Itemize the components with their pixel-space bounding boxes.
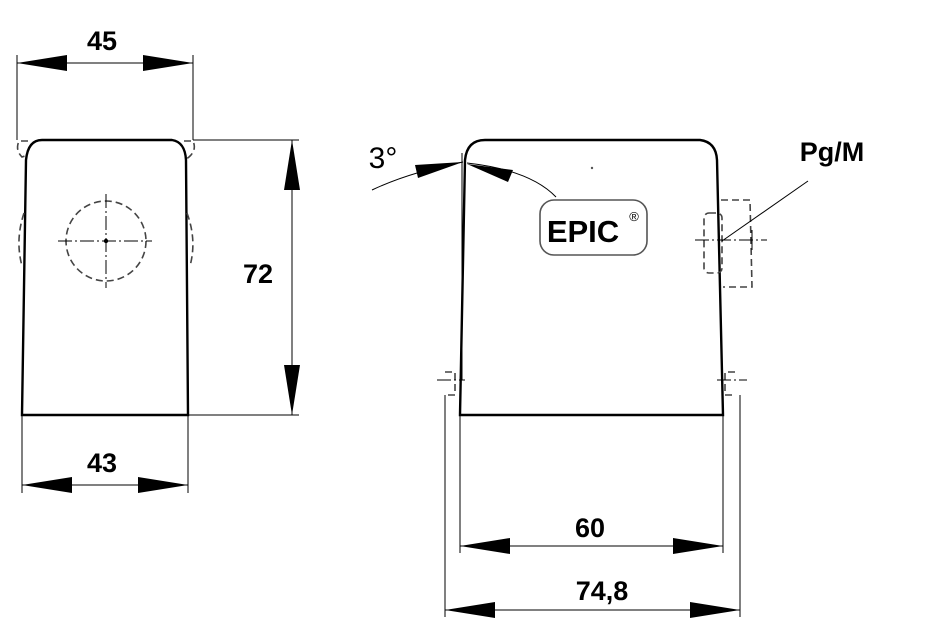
- logo-text: EPIC: [547, 214, 619, 249]
- arrow-right: [690, 602, 740, 618]
- dimension-43: 43: [21, 415, 189, 493]
- cable-entry-label: Pg/M: [800, 137, 865, 167]
- draft-angle-label: 3°: [369, 142, 398, 175]
- right-screw-marker: [717, 371, 747, 396]
- arrow-down: [284, 365, 300, 415]
- cable-entry-callout: Pg/M: [721, 137, 865, 242]
- front-view: [437, 138, 767, 417]
- dimension-label-74-8: 74,8: [576, 576, 629, 606]
- side-view-outline: [20, 138, 190, 417]
- dimension-label-72: 72: [243, 259, 273, 289]
- arrow-left: [17, 55, 67, 71]
- left-screw-marker: [437, 371, 465, 396]
- epic-logo: EPIC ®: [539, 199, 648, 256]
- draft-angle-dimension: 3°: [369, 142, 557, 198]
- arrow-right: [415, 162, 463, 178]
- side-view-right-tab: [184, 140, 196, 161]
- arrow-right: [143, 55, 193, 71]
- side-view-left-bulge: [18, 212, 25, 267]
- arrow-left: [460, 538, 510, 554]
- dimension-label-60: 60: [575, 513, 605, 543]
- center-point: [103, 238, 109, 244]
- arrow-right: [138, 477, 188, 493]
- arrow-left: [22, 477, 72, 493]
- arrow-left: [467, 164, 513, 182]
- dimension-label-45: 45: [87, 26, 117, 56]
- front-view-outline: [458, 138, 725, 417]
- side-view-left-tab: [16, 140, 29, 158]
- dimension-60: 60: [459, 415, 724, 554]
- center-dot: [590, 166, 594, 170]
- arrow-up: [284, 140, 300, 190]
- arrow-left: [445, 602, 495, 618]
- dimension-label-43: 43: [87, 448, 117, 478]
- cable-gland: [695, 199, 767, 288]
- dimension-74-8: 74,8: [444, 395, 741, 618]
- arrow-right: [673, 538, 723, 554]
- dimension-72: 72: [188, 139, 300, 416]
- dimension-45: 45: [16, 26, 194, 140]
- registered-mark: ®: [629, 209, 639, 224]
- side-view: [16, 138, 196, 417]
- side-view-right-bulge: [186, 212, 194, 267]
